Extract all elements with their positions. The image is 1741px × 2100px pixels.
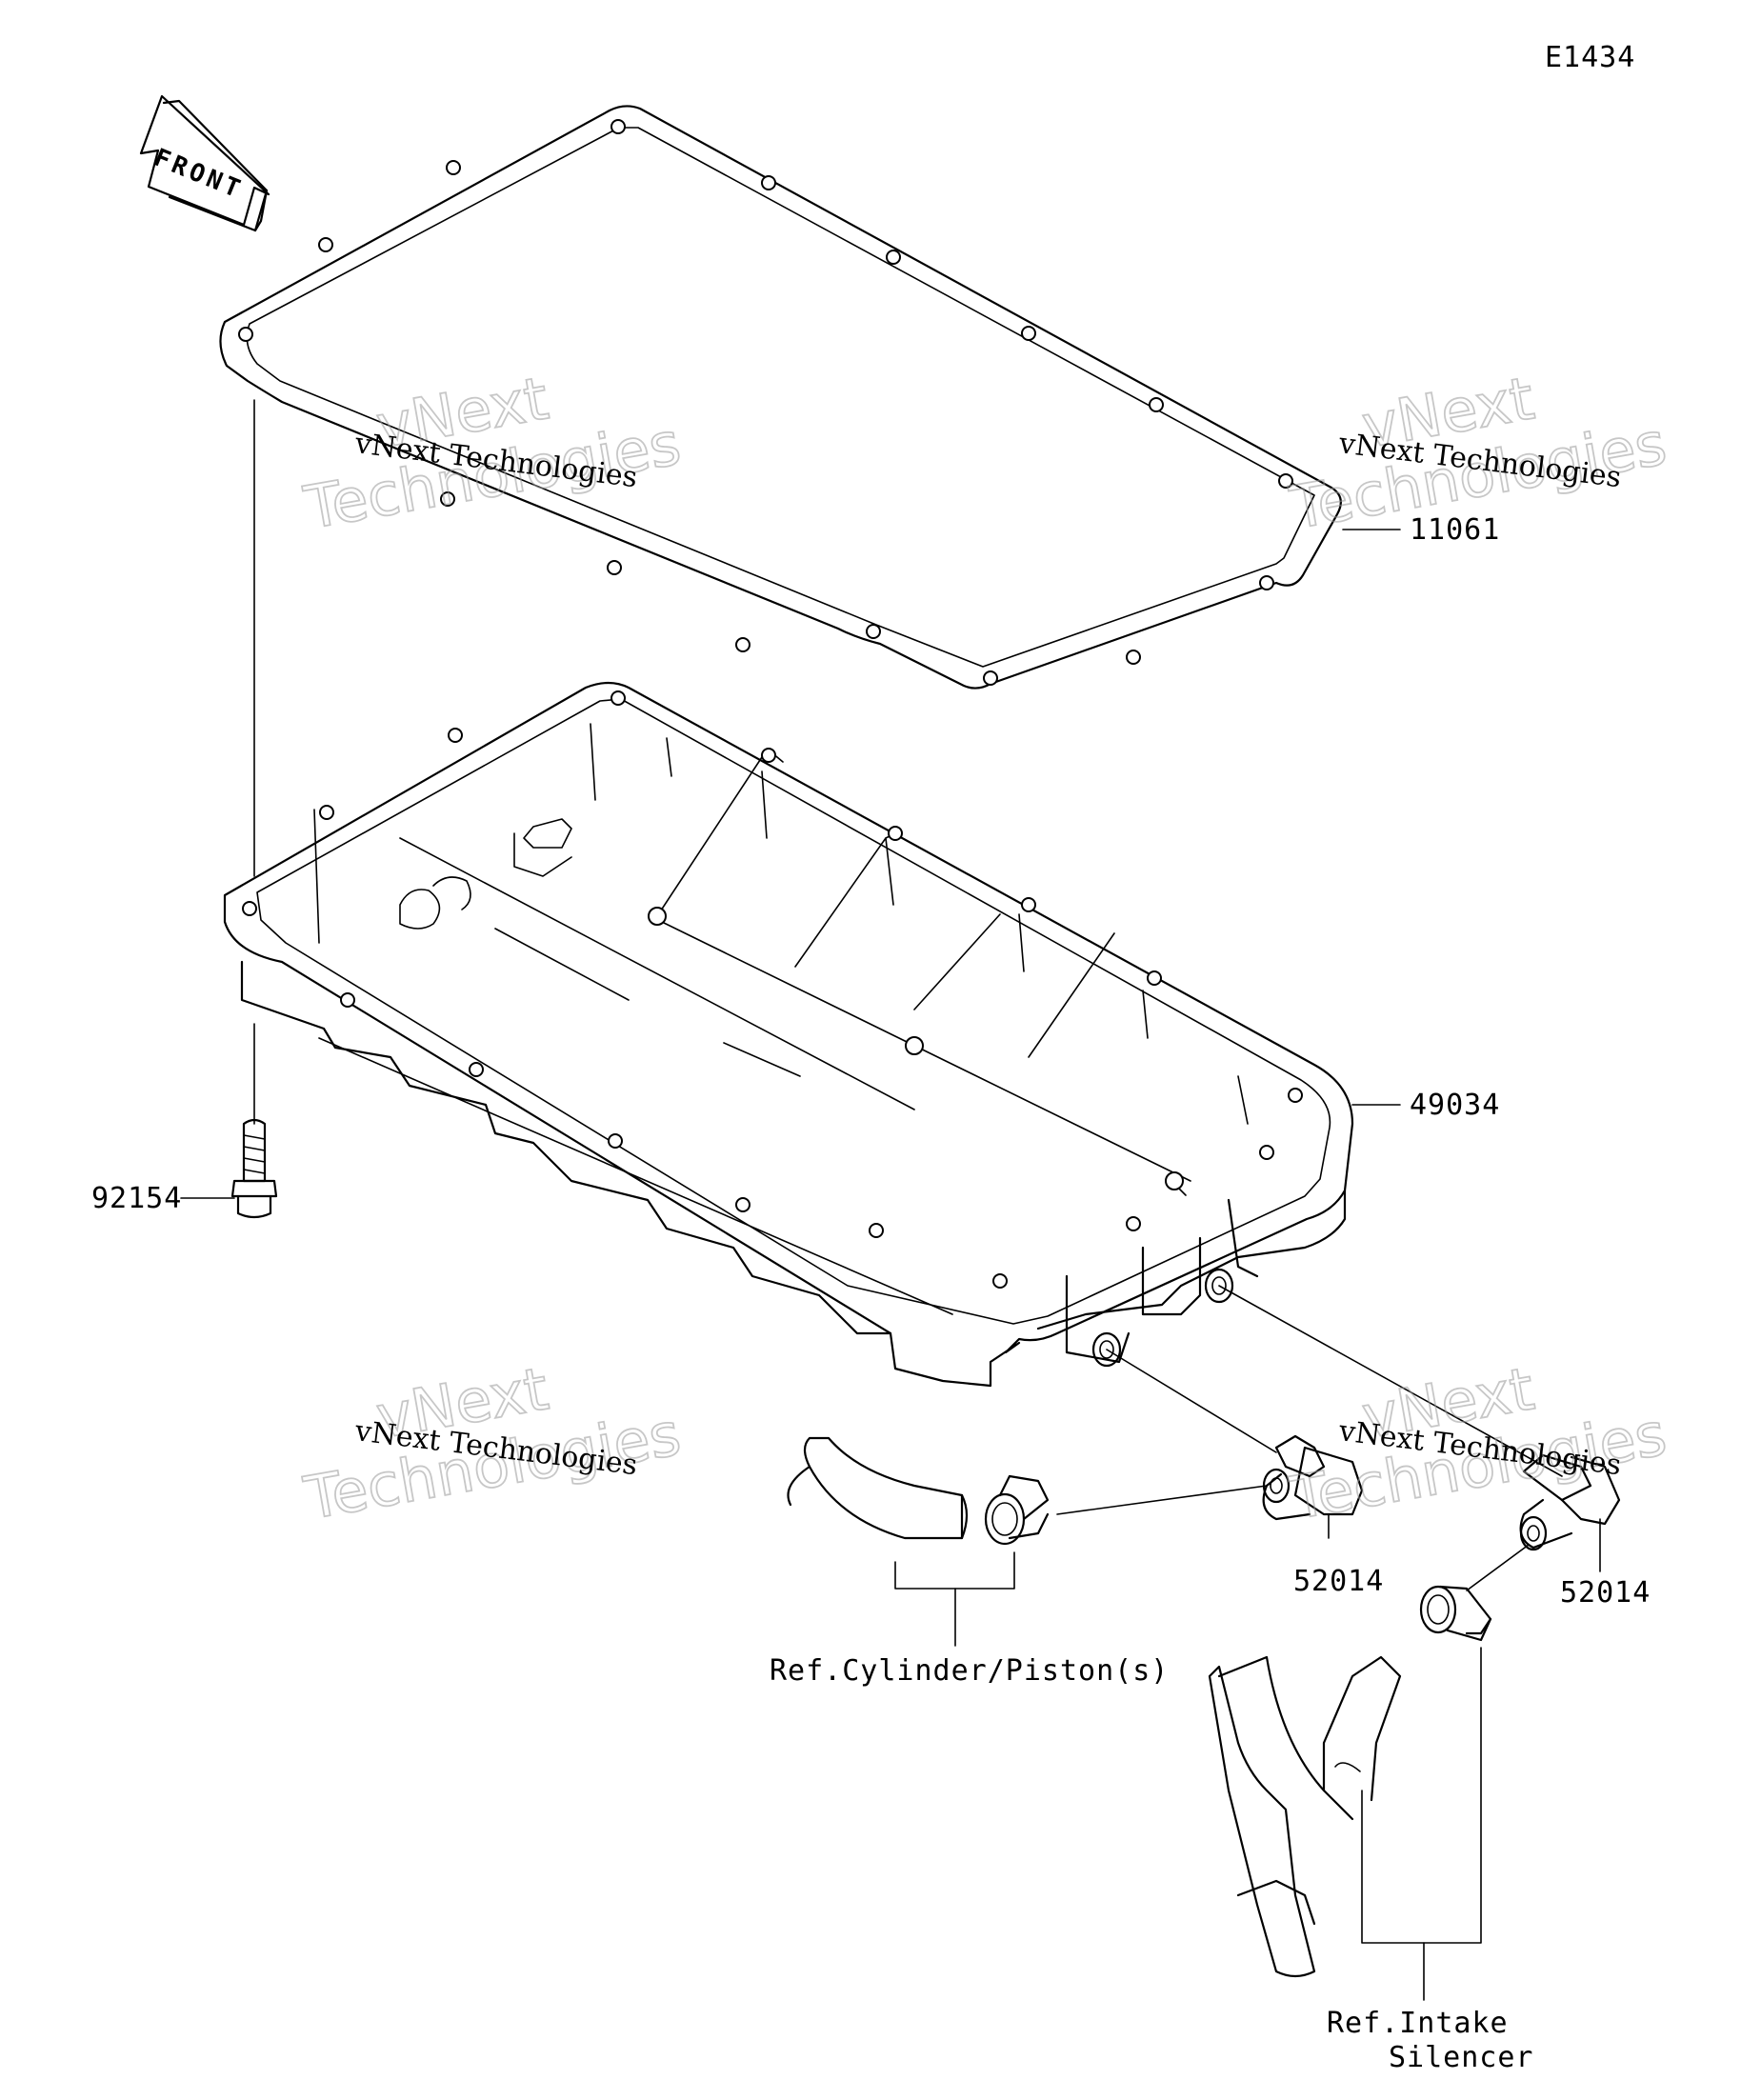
- ref-intake-silencer-line2: Silencer: [1389, 2041, 1534, 2074]
- oil-pan-bolt-holes: [242, 690, 1303, 1289]
- watermark-bottom-left: vNext Technologies vNext Technologies: [298, 1353, 687, 1534]
- ref-cylinder-piston: Ref.Cylinder/Piston(s): [770, 1654, 1169, 1688]
- watermark-bottom-right: vNext Technologies vNext Technologies: [1284, 1353, 1672, 1534]
- front-arrow-icon: [139, 94, 270, 232]
- bolt: [230, 399, 278, 1219]
- part-number-49034: 49034: [1410, 1089, 1500, 1122]
- part-number-11061: 11061: [1410, 513, 1500, 547]
- cylinder-hose: [787, 1436, 1268, 1647]
- part-number-92154: 92154: [91, 1182, 182, 1215]
- part-number-52014-left: 52014: [1293, 1565, 1384, 1598]
- hose-clamp-left: [984, 1474, 1050, 1546]
- diagram-code: E1434: [1545, 41, 1635, 74]
- oil-pan: [223, 681, 1354, 1388]
- intake-silencer-hose: [1208, 1544, 1530, 2001]
- watermark-top-left: vNext Technologies vNext Technologies: [298, 363, 687, 544]
- ref-intake-silencer-line1: Ref.Intake: [1327, 2007, 1509, 2040]
- fitting-right: [1218, 1285, 1621, 1572]
- gasket-bolt-holes: [238, 119, 1293, 686]
- leader-lines: [180, 529, 1401, 1199]
- hose-clamp-right: [1419, 1585, 1492, 1642]
- part-number-52014-right: 52014: [1560, 1576, 1651, 1610]
- gasket: [219, 105, 1342, 690]
